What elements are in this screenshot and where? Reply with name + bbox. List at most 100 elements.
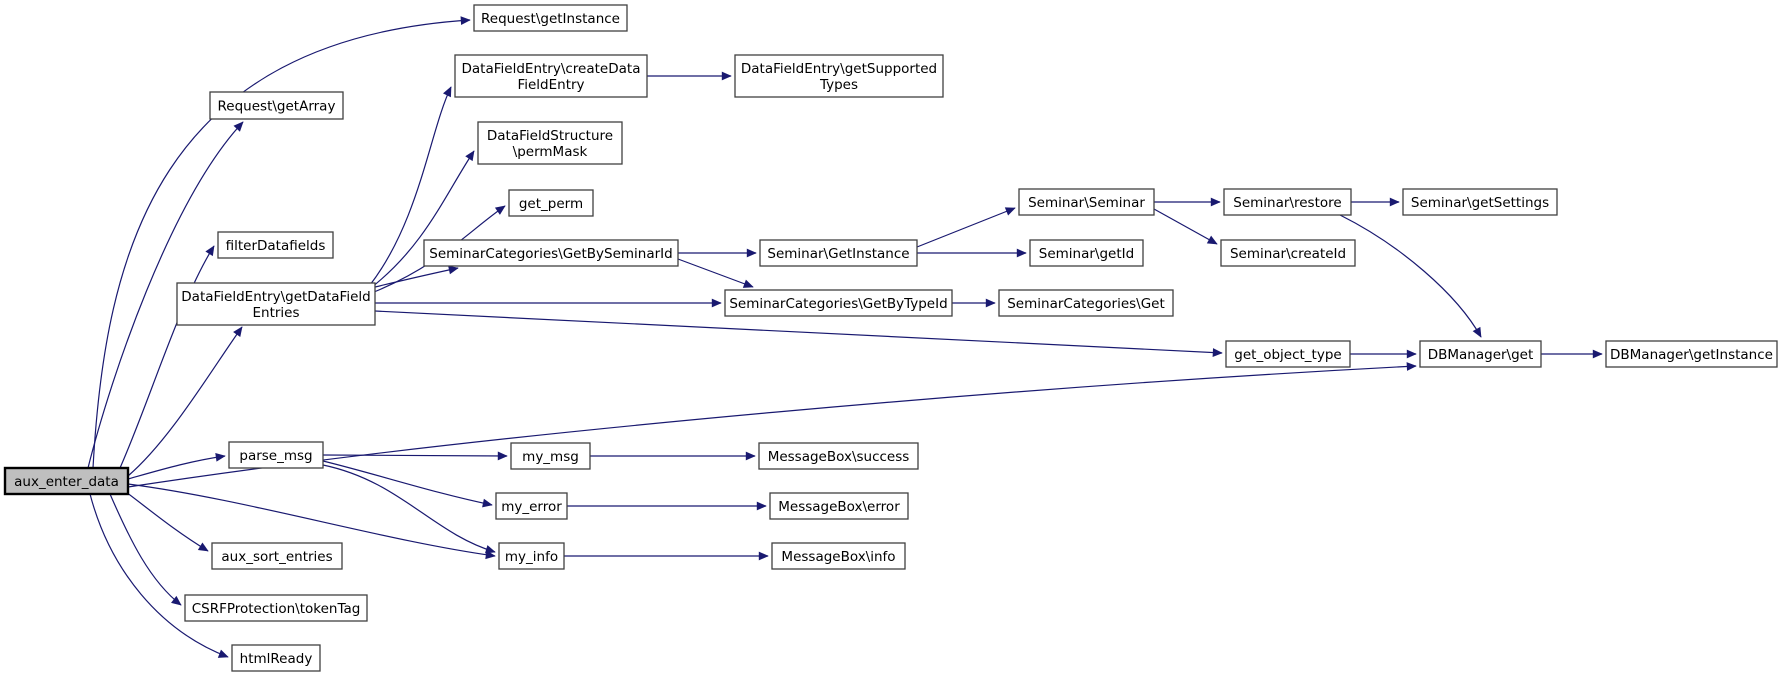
edge-parse_msg-to-my_msg [322, 451, 508, 461]
node-seminar_Seminar[interactable]: Seminar\Seminar [1018, 188, 1155, 216]
node-messagebox_info[interactable]: MessageBox\info [771, 542, 906, 570]
node-filterDatafields[interactable]: filterDatafields [217, 231, 334, 259]
node-label-getByTypeId: SeminarCategories\GetByTypeId [729, 296, 947, 312]
node-box-get_object_type[interactable] [1225, 340, 1351, 368]
edge-getDataFieldEntries-to-getBySeminarId [374, 265, 459, 288]
node-aux_enter_data[interactable]: aux_enter_data [3, 466, 130, 496]
node-box-messagebox_info[interactable] [771, 542, 906, 570]
edge-aux_enter_data-to-request_getInstance [92, 16, 471, 469]
node-box-getSupportedTypes[interactable] [734, 54, 944, 98]
node-label-seminar_getId: Seminar\getId [1039, 246, 1134, 262]
node-box-my_info[interactable] [498, 542, 565, 570]
node-csrf_tokenTag[interactable]: CSRFProtection\tokenTag [184, 594, 368, 622]
node-label-seminar_createId: Seminar\createId [1230, 246, 1346, 262]
node-parse_msg[interactable]: parse_msg [228, 441, 324, 469]
edge-getDataFieldEntries-to-createDataFieldEntry [369, 86, 452, 286]
edge-aux_enter_data-to-parse_msg [127, 452, 226, 480]
node-label-dbmanager_get: DBManager\get [1428, 347, 1534, 363]
node-aux_sort_entries[interactable]: aux_sort_entries [211, 542, 343, 570]
nodes-layer: aux_enter_data Request\getArray filterData… [3, 4, 1778, 672]
node-seminar_restore[interactable]: Seminar\restore [1223, 188, 1352, 216]
edge-getDataFieldEntries-to-get_object_type [374, 310, 1223, 357]
node-my_msg[interactable]: my_msg [510, 442, 591, 470]
node-seminar_GetInstance[interactable]: Seminar\GetInstance [759, 239, 918, 267]
node-label-seminar_GetInstance: Seminar\GetInstance [767, 246, 909, 262]
node-box-permMask[interactable] [477, 121, 623, 165]
node-label-seminar_restore: Seminar\restore [1233, 195, 1341, 211]
edge-aux_enter_data-to-htmlReady [89, 493, 229, 658]
node-box-seminar_Seminar[interactable] [1018, 188, 1155, 216]
node-getByTypeId[interactable]: SeminarCategories\GetByTypeId [724, 289, 953, 317]
node-seminar_getId[interactable]: Seminar\getId [1029, 239, 1144, 267]
edge-seminar_Seminar-to-seminar_createId [1153, 208, 1218, 245]
node-label-csrf_tokenTag: CSRFProtection\tokenTag [192, 601, 361, 617]
edge-aux_enter_data-to-filterDatafields [119, 245, 215, 469]
node-box-seminarCategories_Get[interactable] [998, 289, 1174, 317]
node-request_getInstance[interactable]: Request\getInstance [473, 4, 628, 32]
node-request_getArray[interactable]: Request\getArray [209, 91, 344, 120]
node-box-get_perm[interactable] [508, 189, 594, 217]
node-dbmanager_get[interactable]: DBManager\get [1419, 340, 1542, 368]
node-box-seminar_restore[interactable] [1223, 188, 1352, 216]
node-box-messagebox_error[interactable] [769, 492, 909, 520]
node-label-seminar_Seminar: Seminar\Seminar [1028, 195, 1145, 211]
node-box-seminar_createId[interactable] [1220, 239, 1356, 267]
node-box-getBySeminarId[interactable] [423, 239, 679, 267]
node-get_perm[interactable]: get_perm [508, 189, 594, 217]
edge-aux_enter_data-to-getDataFieldEntries [127, 326, 243, 477]
node-box-seminar_getSettings[interactable] [1402, 188, 1558, 216]
node-label-permMask: DataFieldStructure\permMask [487, 128, 613, 160]
node-box-filterDatafields[interactable] [217, 231, 334, 259]
node-box-messagebox_success[interactable] [758, 442, 919, 470]
node-box-my_error[interactable] [495, 492, 568, 520]
node-label-getBySeminarId: SeminarCategories\GetBySeminarId [429, 246, 673, 262]
node-box-my_msg[interactable] [510, 442, 591, 470]
node-label-my_info: my_info [505, 549, 558, 565]
node-label-messagebox_error: MessageBox\error [778, 499, 900, 515]
node-box-dbmanager_get[interactable] [1419, 340, 1542, 368]
node-box-csrf_tokenTag[interactable] [184, 594, 368, 622]
node-label-filterDatafields: filterDatafields [226, 238, 326, 254]
edge-getDataFieldEntries-to-permMask [371, 150, 475, 288]
node-seminarCategories_Get[interactable]: SeminarCategories\Get [998, 289, 1174, 317]
node-seminar_getSettings[interactable]: Seminar\getSettings [1402, 188, 1558, 216]
node-permMask[interactable]: DataFieldStructure\permMask [477, 121, 623, 165]
node-label-seminarCategories_Get: SeminarCategories\Get [1007, 296, 1165, 312]
node-box-getByTypeId[interactable] [724, 289, 953, 317]
node-box-aux_sort_entries[interactable] [211, 542, 343, 570]
edge-seminar_GetInstance-to-seminar_Seminar [916, 207, 1016, 248]
node-label-aux_sort_entries: aux_sort_entries [221, 549, 332, 565]
node-box-dbmanager_getInstance[interactable] [1605, 340, 1778, 368]
node-box-parse_msg[interactable] [228, 441, 324, 469]
node-seminar_createId[interactable]: Seminar\createId [1220, 239, 1356, 267]
node-messagebox_error[interactable]: MessageBox\error [769, 492, 909, 520]
node-box-htmlReady[interactable] [231, 644, 321, 672]
node-box-seminar_getId[interactable] [1029, 239, 1144, 267]
node-get_object_type[interactable]: get_object_type [1225, 340, 1351, 368]
node-label-seminar_getSettings: Seminar\getSettings [1411, 195, 1549, 211]
node-label-my_error: my_error [501, 499, 562, 515]
node-getBySeminarId[interactable]: SeminarCategories\GetBySeminarId [423, 239, 679, 267]
edge-getBySeminarId-to-getByTypeId [677, 258, 754, 288]
node-box-request_getInstance[interactable] [473, 4, 628, 32]
node-box-createDataFieldEntry[interactable] [454, 54, 648, 98]
edge-aux_enter_data-to-my_info [127, 483, 496, 560]
node-messagebox_success[interactable]: MessageBox\success [758, 442, 919, 470]
node-box-request_getArray[interactable] [209, 91, 344, 120]
node-my_error[interactable]: my_error [495, 492, 568, 520]
node-box-aux_enter_data[interactable] [3, 466, 130, 496]
node-box-seminar_GetInstance[interactable] [759, 239, 918, 267]
node-label-parse_msg: parse_msg [239, 448, 312, 464]
node-my_info[interactable]: my_info [498, 542, 565, 570]
node-label-my_msg: my_msg [522, 449, 579, 465]
node-box-getDataFieldEntries[interactable] [176, 282, 376, 326]
node-htmlReady[interactable]: htmlReady [231, 644, 321, 672]
node-dbmanager_getInstance[interactable]: DBManager\getInstance [1605, 340, 1778, 368]
